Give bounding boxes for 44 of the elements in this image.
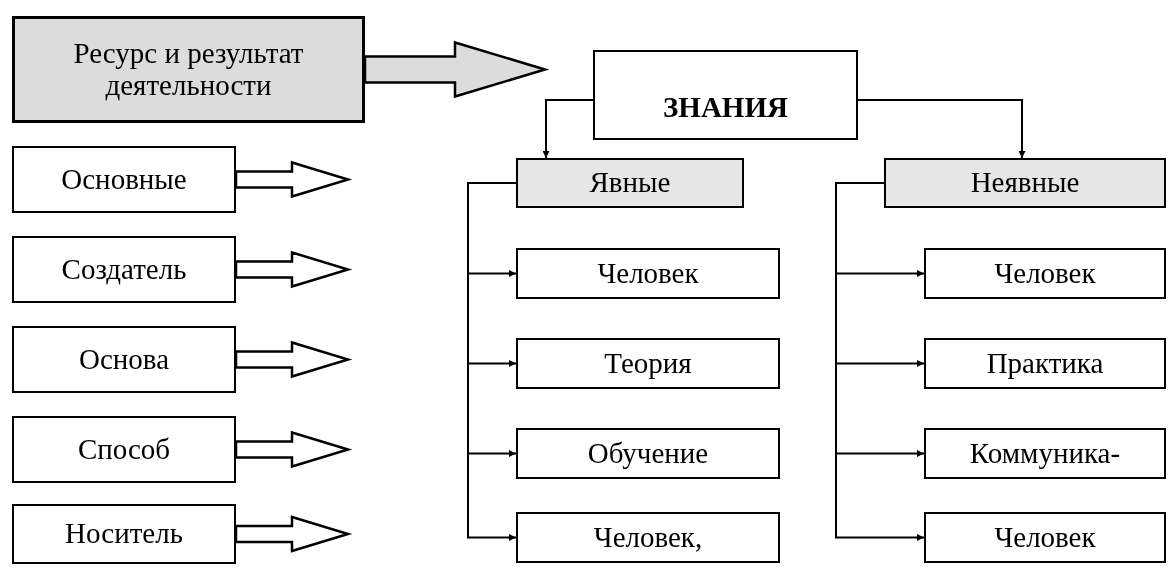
arrow — [857, 99, 1026, 159]
category-box — [12, 326, 236, 393]
item-box — [516, 512, 780, 563]
block-arrow — [234, 515, 353, 553]
arrow — [835, 182, 925, 541]
node-label: Человек, — [593, 521, 703, 554]
node-label: Практика — [986, 347, 1104, 380]
category-box — [12, 146, 236, 213]
block-arrow — [234, 340, 353, 379]
item-box — [924, 338, 1166, 389]
item-box — [924, 512, 1166, 563]
node-label: Способ — [77, 433, 171, 466]
block-arrow — [234, 250, 353, 289]
item-box — [924, 248, 1166, 299]
node-label: Явные — [589, 167, 671, 199]
node-label: Обучение — [587, 437, 709, 470]
node-label: ЗНАНИЯ — [663, 92, 788, 124]
node-label: Основа — [79, 343, 169, 376]
item-box — [516, 248, 780, 299]
node-label: Человек — [994, 257, 1096, 290]
category-box — [12, 236, 236, 303]
node-label: Человек — [597, 257, 699, 290]
node-label: Теория — [604, 347, 692, 380]
item-box — [516, 428, 780, 479]
node-label: Неявные — [970, 167, 1080, 199]
block-arrow — [234, 160, 353, 199]
category-box — [12, 416, 236, 483]
node-label: Создатель — [61, 253, 187, 286]
item-box — [924, 428, 1166, 479]
arrow — [467, 182, 517, 541]
block-arrow — [234, 430, 353, 469]
title-box — [12, 16, 365, 123]
node-label: Основные — [61, 163, 187, 196]
block-arrow — [363, 40, 550, 99]
category-box — [12, 504, 236, 564]
node-label: Коммуника- — [969, 437, 1121, 470]
root-box — [593, 50, 858, 140]
node-label: Носитель — [65, 518, 183, 550]
node-label: Ресурс и результат деятельности — [72, 37, 305, 102]
type-box — [516, 158, 744, 208]
type-box — [884, 158, 1166, 208]
item-box — [516, 338, 780, 389]
node-label: Человек — [994, 521, 1096, 554]
arrow — [542, 99, 594, 159]
